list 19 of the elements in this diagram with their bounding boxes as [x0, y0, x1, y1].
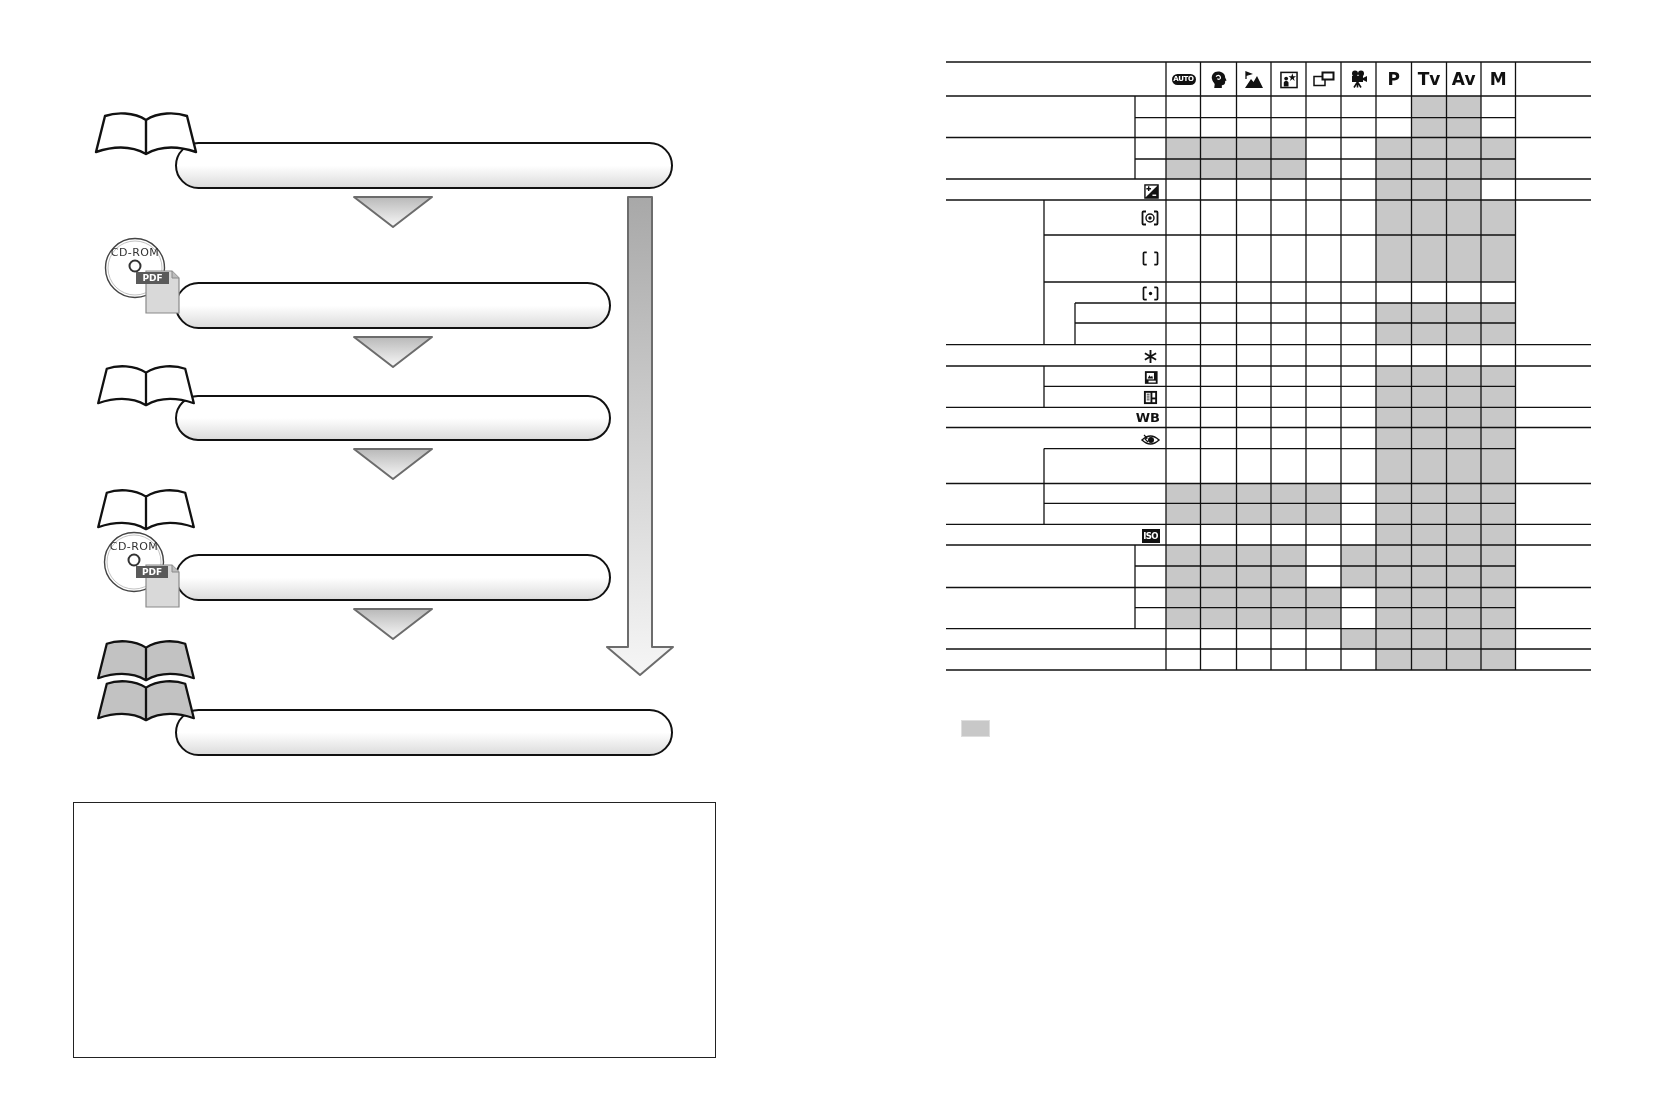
- row-label: WB: [1135, 410, 1160, 424]
- chevron-arrow: [353, 196, 433, 228]
- chevron-arrow: [353, 336, 433, 368]
- column-header: Tv: [1417, 70, 1441, 88]
- rounded-bar: [175, 395, 611, 441]
- empty-frame: [73, 802, 716, 1058]
- disc-label: CD-ROM: [109, 540, 159, 552]
- column-header: P: [1387, 70, 1400, 88]
- rounded-bar: [175, 282, 611, 329]
- chevron-arrow: [353, 448, 433, 480]
- iso-label: ISO: [1141, 528, 1160, 543]
- rounded-bar: [175, 709, 673, 756]
- rounded-bar: [175, 142, 673, 189]
- block-arrow: [606, 196, 674, 676]
- rounded-bar: [175, 554, 611, 601]
- disc-label: CD-ROM: [110, 246, 160, 258]
- chevron-arrow: [353, 608, 433, 640]
- column-header: M: [1489, 70, 1507, 88]
- column-header: Av: [1451, 70, 1476, 88]
